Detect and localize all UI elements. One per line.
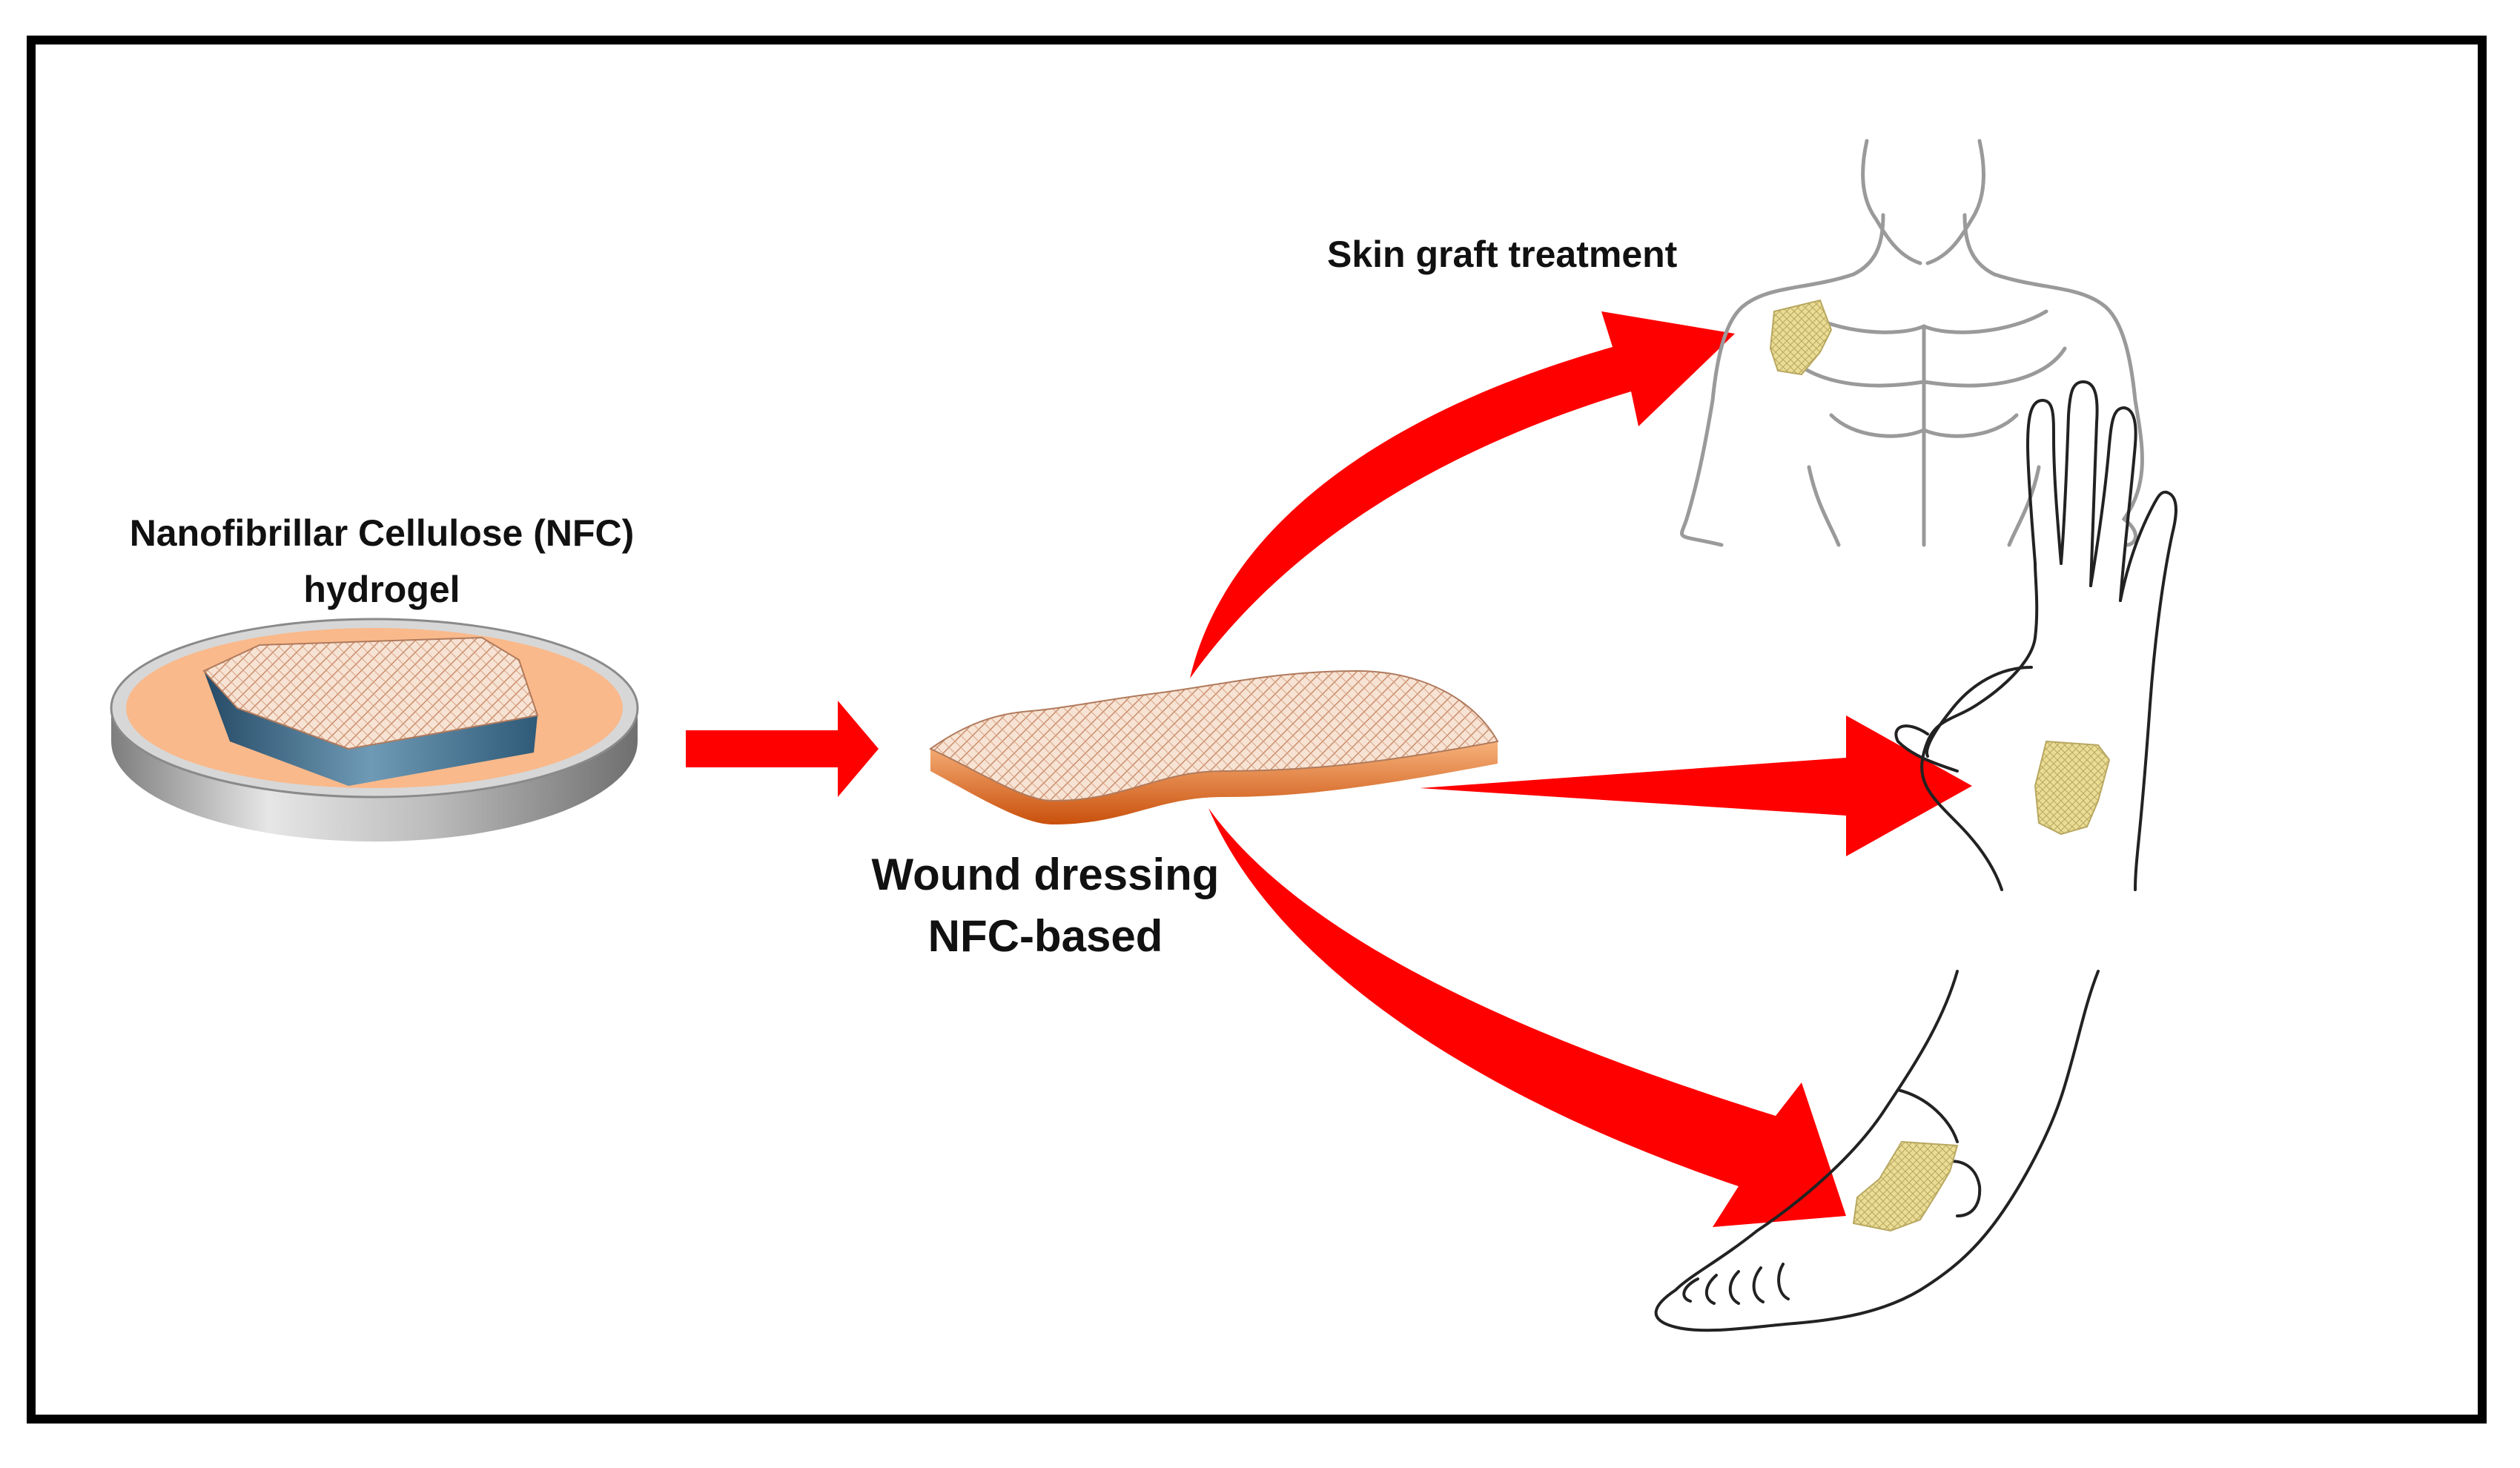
hand-icon	[1894, 380, 2177, 891]
hand-patch-icon	[2034, 740, 2111, 836]
skin-graft-label: Skin graft treatment	[1327, 234, 1678, 275]
process-arrow-icon	[686, 701, 879, 797]
arrow-to-foot-icon	[1208, 808, 1846, 1227]
hydrogel-block-icon	[202, 636, 539, 786]
dressing-label-line1: Wound dressing	[871, 850, 1220, 899]
dressing-label-line2: NFC-based	[927, 911, 1163, 961]
wound-dressing-icon	[929, 669, 1499, 824]
foot-icon	[1654, 970, 2100, 1332]
hydrogel-label-line2: hydrogel	[303, 569, 460, 610]
foot-patch-icon	[1852, 1140, 1959, 1232]
chest-patch-icon	[1769, 299, 1833, 376]
arrow-to-chest-icon	[1190, 311, 1735, 678]
hydrogel-label-line1: Nanofibrillar Cellulose (NFC)	[129, 512, 635, 554]
arrow-to-hand-icon	[1420, 715, 1972, 856]
torso-icon	[1680, 139, 2144, 547]
